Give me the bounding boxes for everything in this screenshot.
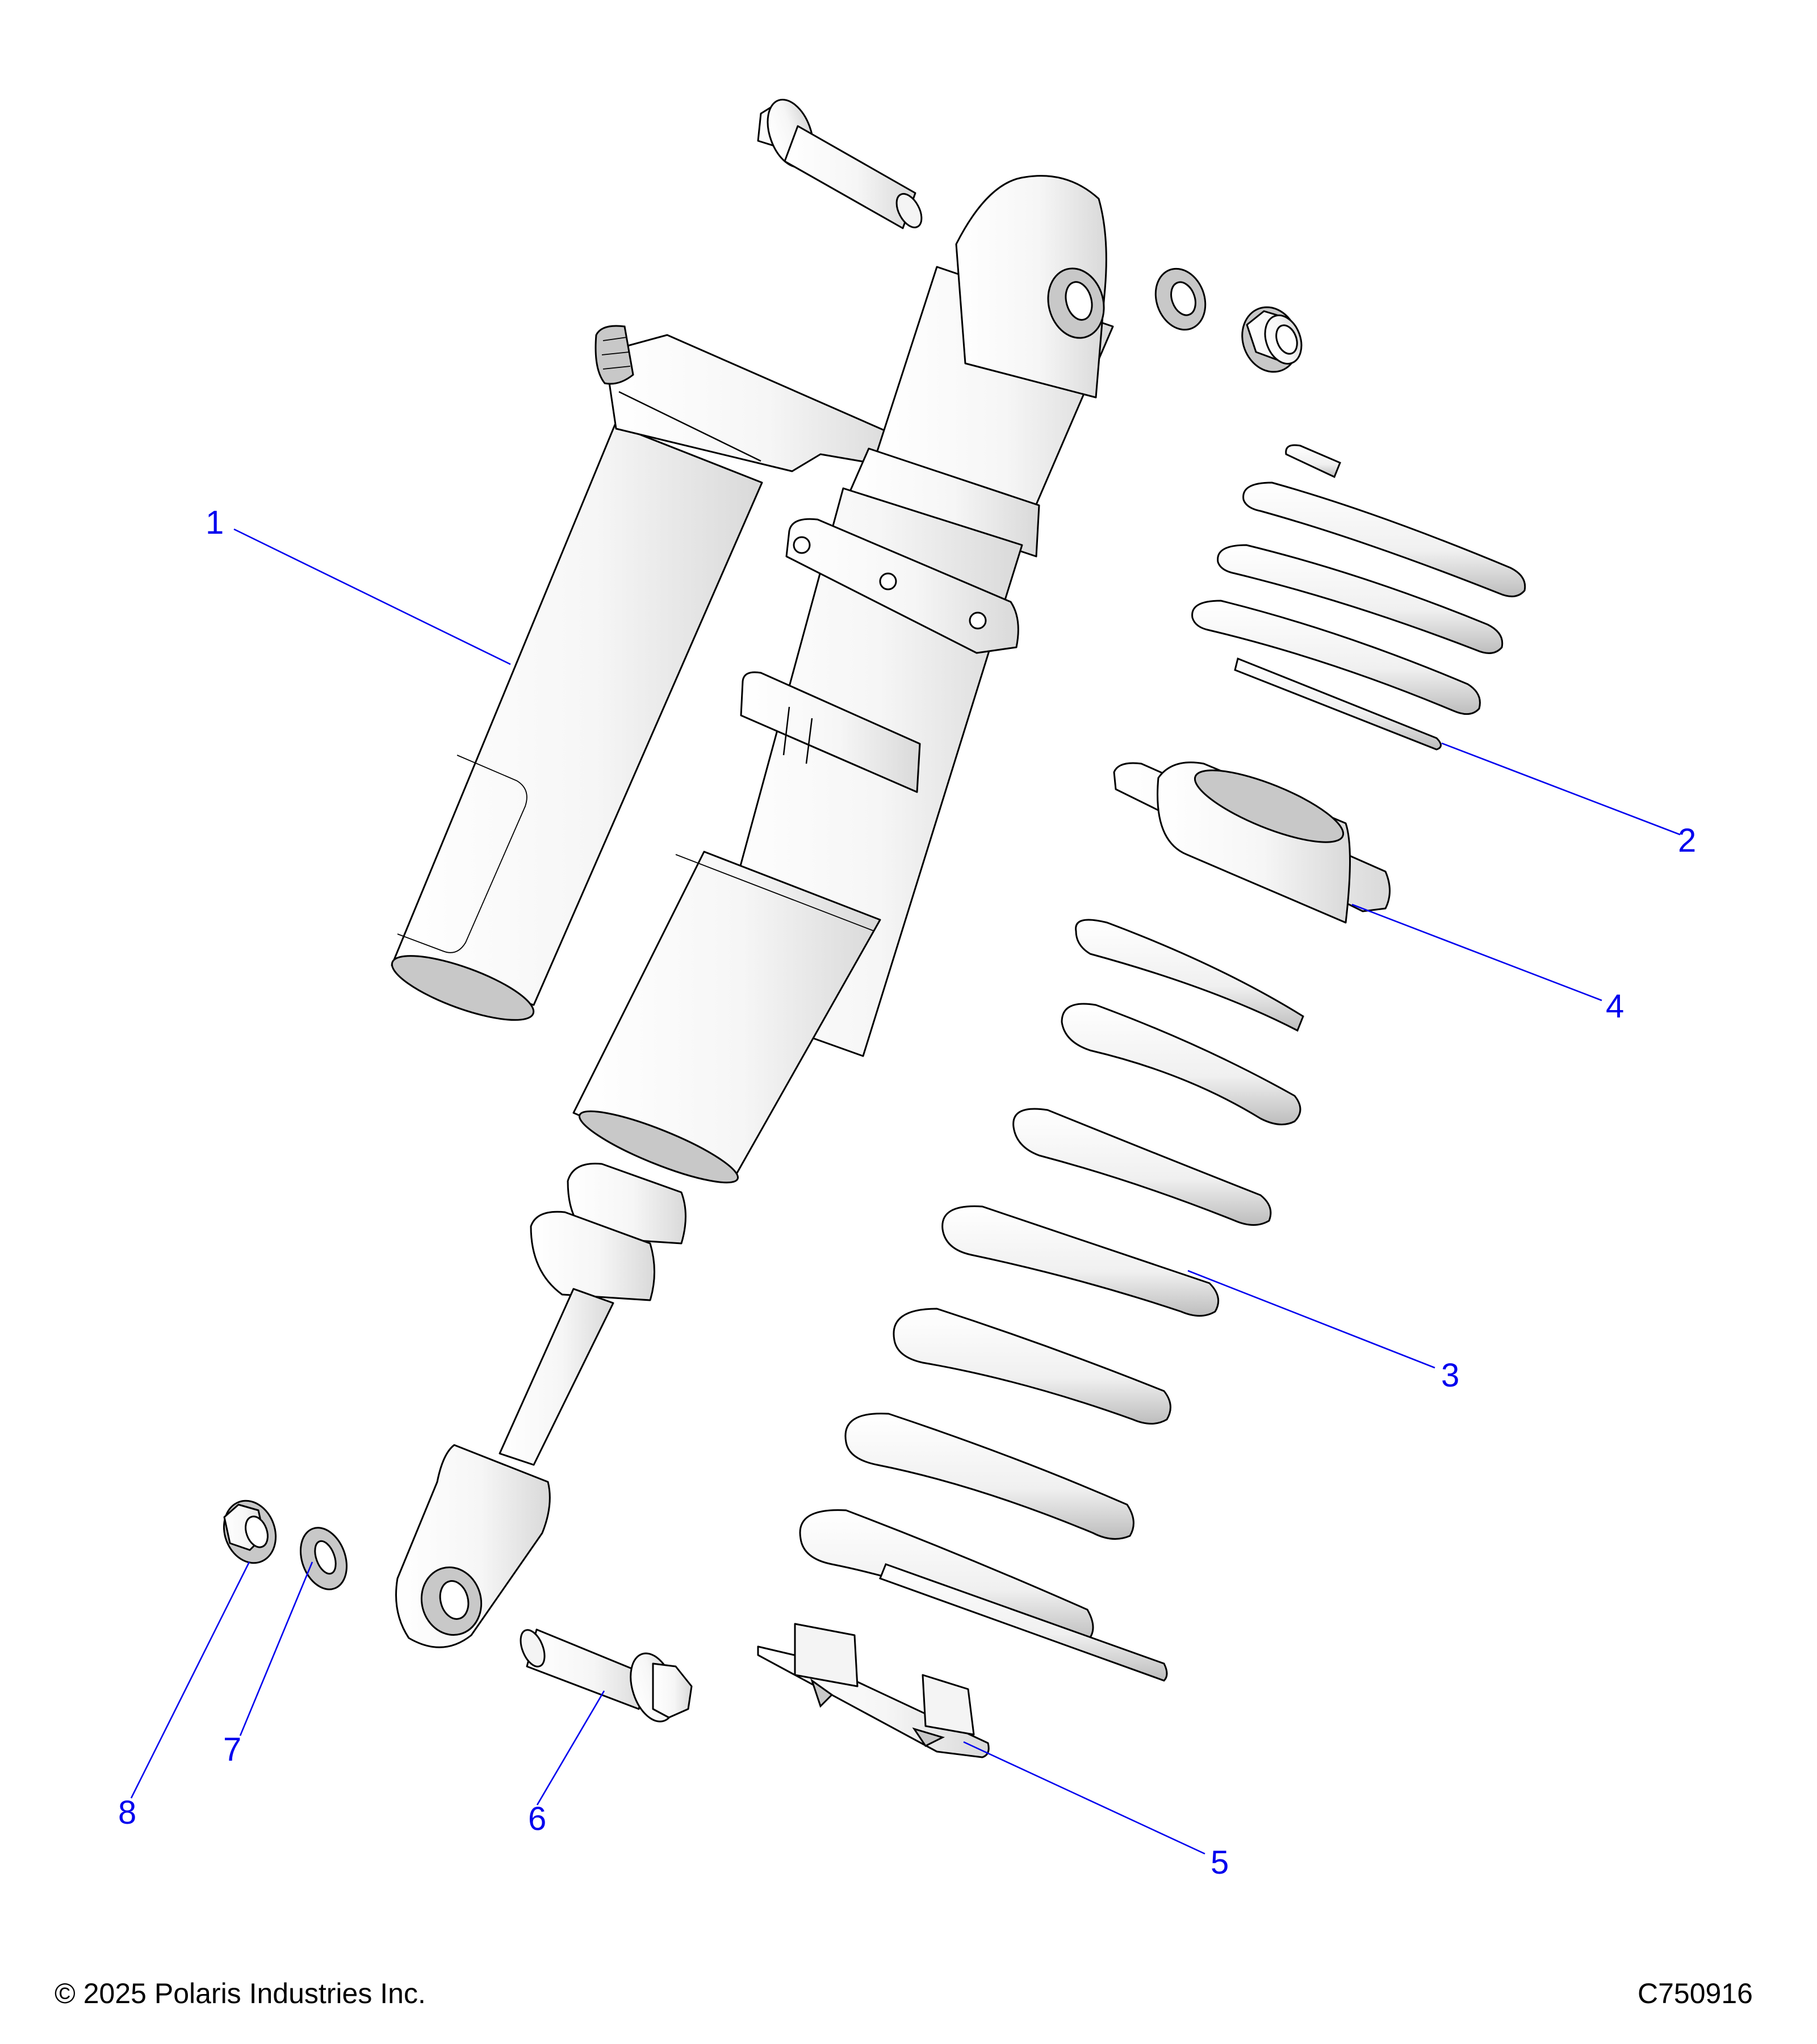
- callout-4: 4: [1606, 988, 1625, 1025]
- callout-7: 7: [223, 1731, 242, 1768]
- callout-8: 8: [118, 1794, 137, 1831]
- shock-absorber-body: [572, 266, 1114, 1184]
- bump-stop: [530, 1162, 686, 1301]
- upper-eyelet: [955, 175, 1107, 399]
- shaft: [499, 1288, 614, 1466]
- leader-5: [963, 1741, 1205, 1855]
- upper-washer: [1154, 267, 1207, 331]
- leader-lines: [130, 528, 1681, 1855]
- drawing-number: C750916: [1638, 1978, 1753, 2009]
- upper-lock-nut: [1241, 306, 1303, 373]
- upper-mounting-bolt: [757, 98, 923, 229]
- adjuster-knob: [594, 325, 634, 385]
- reservoir-bridge: [604, 334, 904, 472]
- callout-1: 1: [206, 504, 224, 541]
- callout-5: 5: [1211, 1844, 1229, 1881]
- remote-reservoir: [391, 424, 763, 1021]
- leader-1: [233, 528, 511, 665]
- callout-3: 3: [1441, 1357, 1460, 1394]
- leader-3: [1187, 1270, 1435, 1369]
- lower-eyelet: [395, 1444, 551, 1648]
- leader-4: [1351, 903, 1602, 1002]
- copyright-notice: © 2025 Polaris Industries Inc.: [55, 1978, 426, 2009]
- leader-8: [130, 1561, 250, 1799]
- callout-2: 2: [1678, 822, 1697, 859]
- upper-tender-spring: [1191, 444, 1526, 751]
- washer: [299, 1527, 348, 1590]
- spring-crossover-collar: [1113, 761, 1391, 924]
- main-coil-spring: [799, 919, 1304, 1682]
- leader-7: [239, 1561, 313, 1736]
- flange-lock-nut: [223, 1500, 277, 1564]
- lower-mounting-bolt: [520, 1628, 693, 1723]
- leader-2: [1441, 742, 1681, 836]
- lower-spring-retainer: [757, 1623, 990, 1758]
- leader-6: [536, 1690, 605, 1806]
- callout-6: 6: [528, 1800, 547, 1837]
